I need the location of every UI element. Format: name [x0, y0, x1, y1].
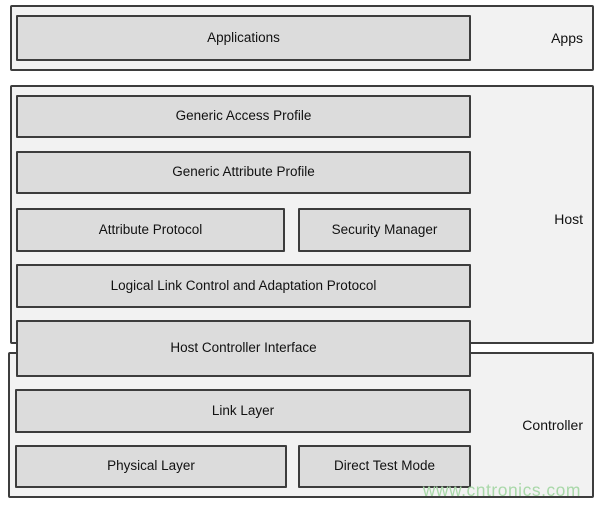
- block-physical-layer: Physical Layer: [15, 445, 287, 488]
- controller-section-label: Controller: [522, 417, 583, 433]
- watermark-text: www.cntronics.com: [422, 480, 581, 500]
- host-section-label: Host: [554, 211, 583, 227]
- apps-section-label: Apps: [551, 30, 583, 46]
- block-host-controller-interface: Host Controller Interface: [16, 320, 471, 377]
- block-attribute-protocol: Attribute Protocol: [16, 208, 285, 252]
- block-direct-test-mode: Direct Test Mode: [298, 445, 471, 488]
- block-security-manager: Security Manager: [298, 208, 471, 252]
- block-l2cap: Logical Link Control and Adaptation Prot…: [16, 264, 471, 308]
- block-generic-attribute-profile: Generic Attribute Profile: [16, 151, 471, 194]
- block-applications: Applications: [16, 15, 471, 61]
- block-generic-access-profile: Generic Access Profile: [16, 95, 471, 138]
- block-link-layer: Link Layer: [15, 389, 471, 433]
